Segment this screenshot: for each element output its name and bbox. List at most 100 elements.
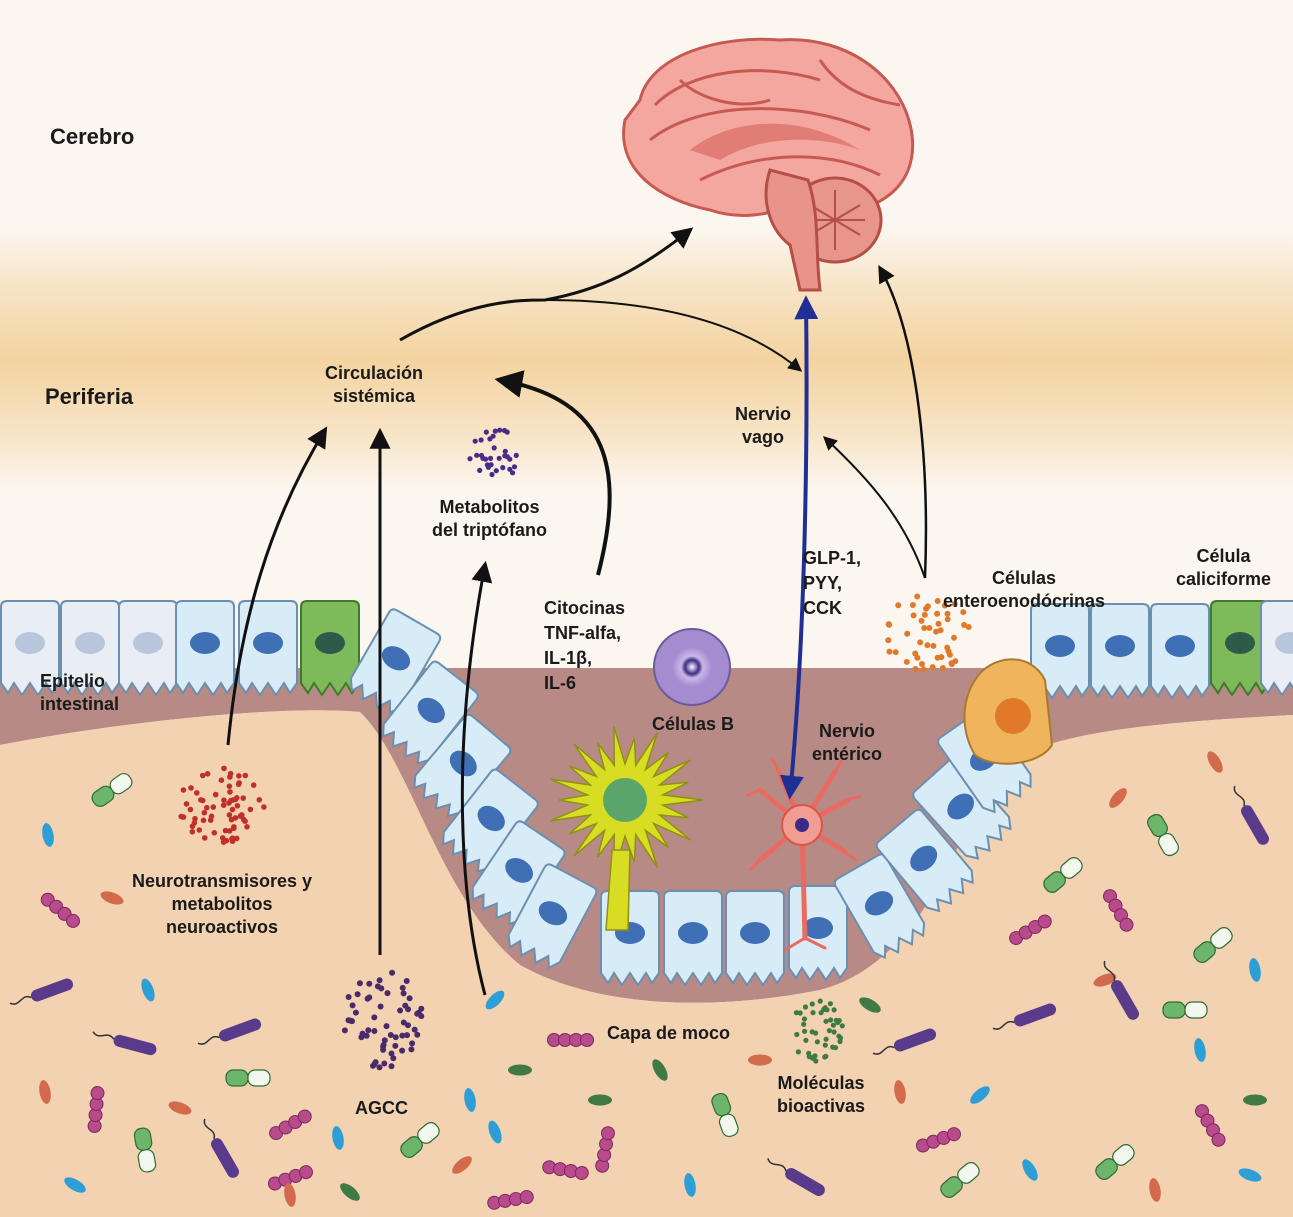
brain [622, 37, 915, 292]
microbe-oval [100, 891, 124, 905]
microbe-rod [711, 1092, 739, 1138]
microbe-tail [767, 1157, 825, 1196]
microbe-oval [1207, 751, 1223, 773]
microbe-oval [42, 823, 54, 847]
tryptophan-metabolite-cluster [467, 427, 519, 478]
vagal-afferent-arrow [779, 295, 819, 800]
epithelial-cell [442, 768, 539, 873]
epithelial-cell [663, 890, 723, 987]
b-cells-label: Células B [652, 714, 735, 734]
gut-hormones-label: GLP-1,PYY,CCK [803, 548, 862, 618]
molecule-clusters [178, 427, 972, 1071]
microbe-rod [91, 772, 133, 808]
microbe-chain [1103, 889, 1134, 932]
microbe-tail [992, 1003, 1057, 1030]
microbe-oval [168, 1101, 192, 1115]
microbe-tail [872, 1028, 937, 1055]
scfa-label: AGCC [355, 1098, 408, 1118]
microbe-oval [452, 1156, 472, 1174]
microbe-oval [1149, 1178, 1161, 1202]
microbe-rod [400, 1121, 440, 1159]
microbe-oval [1243, 1094, 1267, 1106]
microbe-rod [225, 1069, 271, 1087]
microbe-oval [1022, 1159, 1038, 1181]
microbe-chain [87, 1086, 105, 1133]
microbe-rod [940, 1161, 980, 1199]
arrow-enteroendocrine-to-brain [878, 264, 928, 579]
arrow-circulation-to-vagus [544, 299, 803, 372]
epithelial-cell [0, 600, 60, 697]
epithelial-cell [1090, 603, 1150, 700]
scfa-cluster [341, 969, 425, 1071]
microbe-oval [1238, 1168, 1262, 1182]
microbe-tail [1233, 785, 1269, 845]
intestinal-epithelium [0, 600, 1293, 987]
microbe-rod [1193, 926, 1233, 964]
periphery-band [0, 230, 1293, 490]
microbe-oval [508, 1064, 532, 1076]
microbe-oval [332, 1126, 344, 1150]
epithelial-cell [875, 808, 974, 913]
microbe-rod [1162, 1001, 1208, 1019]
microbe-oval [284, 1183, 296, 1207]
microbe-chain [915, 1127, 961, 1153]
microbe-oval [64, 1177, 86, 1193]
microbe-oval [488, 1120, 502, 1144]
microbe-oval [684, 1173, 696, 1197]
epithelial-cell [471, 820, 566, 926]
gut-microbiota [9, 751, 1269, 1210]
microbe-tail [197, 1018, 262, 1045]
region-brain-label: Cerebro [50, 124, 135, 149]
epithelial-cell [382, 660, 479, 765]
bioactive-molecule-cluster [793, 998, 845, 1064]
microbe-oval [1249, 958, 1261, 982]
microbe-oval [859, 997, 881, 1013]
epithelial-cell [725, 890, 785, 987]
microbe-tail [1103, 960, 1139, 1020]
arrow-neurotransmitters-to-circulation [226, 426, 328, 746]
microbe-oval [39, 1080, 51, 1104]
microbe-tail [92, 1031, 157, 1056]
epithelial-cell [118, 600, 178, 697]
microbe-chain [269, 1109, 312, 1140]
microbe-chain [267, 1165, 313, 1191]
microbe-rod [1043, 856, 1083, 894]
epithelial-cell [349, 608, 442, 715]
microbe-tail [203, 1118, 239, 1178]
microbe-oval [464, 1088, 476, 1112]
microbe-oval [652, 1059, 668, 1081]
pathway-arrows [226, 227, 928, 996]
neurotransmitter-cluster [178, 765, 267, 845]
epithelial-cell [1150, 603, 1210, 700]
b-cell [653, 628, 731, 706]
microbe-oval [1194, 1038, 1206, 1062]
microbe-tail [9, 978, 74, 1005]
region-periphery-label: Periferia [45, 384, 134, 409]
arrow-enteroendocrine-to-vagus [822, 436, 926, 579]
microbe-chain [595, 1126, 615, 1173]
epithelial-cell [60, 600, 120, 697]
arrow-cytokines-to-circulation [494, 370, 612, 576]
epithelial-cell [1260, 600, 1293, 697]
microbe-oval [748, 1054, 772, 1066]
microbe-rod [1147, 813, 1179, 857]
microbe-chain [487, 1190, 534, 1210]
microbe-oval [1109, 788, 1127, 808]
epithelial-cell [1030, 603, 1090, 700]
enteroendocrine-cell [963, 658, 1054, 765]
microbe-chain [547, 1033, 594, 1047]
microbe-chain [1195, 1104, 1226, 1147]
hormone-cluster [885, 593, 972, 673]
microbe-chain [1009, 914, 1052, 945]
